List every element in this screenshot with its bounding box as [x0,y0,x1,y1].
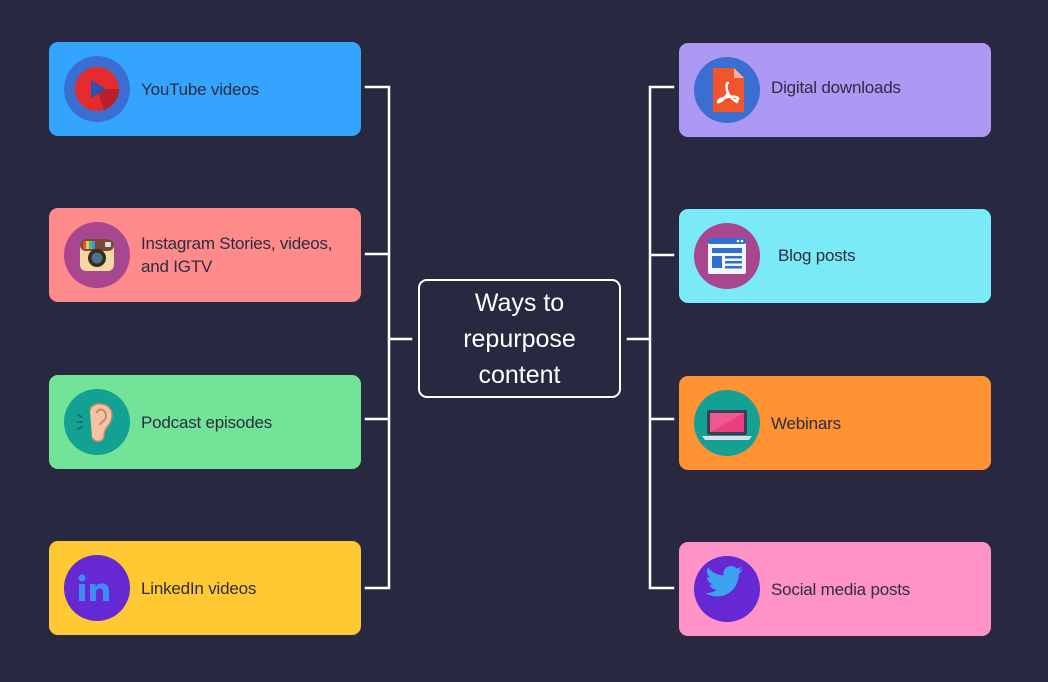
right-bracket [626,85,675,590]
card-webinars: Webinars [679,376,991,470]
youtube-play-icon [64,56,130,122]
card-social-media-posts: Social media posts [679,542,991,636]
card-label: YouTube videos [141,80,259,99]
card-linkedin: LinkedIn videos [49,541,361,635]
left-bracket [364,85,413,590]
card-label: Social media posts [771,580,911,599]
center-topic-label: Ways to repurpose content [463,288,576,389]
card-blog-posts: Blog posts [679,209,991,303]
laptop-icon [694,390,760,456]
card-label: Podcast episodes [141,413,272,432]
card-label: LinkedIn videos [141,579,257,598]
card-label: Digital downloads [771,78,901,97]
card-youtube-videos: YouTube videos [49,42,361,136]
card-label: Blog posts [778,246,856,265]
browser-window-icon [694,223,760,289]
ear-icon [64,389,130,455]
instagram-camera-icon [64,222,130,288]
twitter-bird-icon [694,556,760,622]
card-podcast: Podcast episodes [49,375,361,469]
card-label: Instagram Stories, videos, and IGTV [141,234,333,276]
linkedin-icon [64,555,130,621]
center-topic-box: Ways to repurpose content [418,279,621,398]
card-digital-downloads: Digital downloads [679,43,991,137]
pdf-file-icon [694,57,760,123]
card-label: Webinars [771,414,841,433]
card-instagram: Instagram Stories, videos, and IGTV [49,208,361,302]
